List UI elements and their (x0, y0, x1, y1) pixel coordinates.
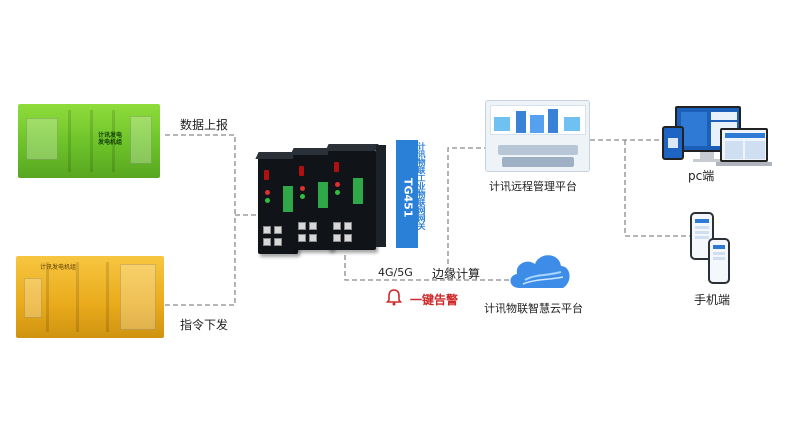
line-yellow-container (165, 215, 236, 306)
mobile-label: 手机端 (694, 293, 731, 307)
cloud-icon (505, 246, 575, 296)
phone-icon-1 (690, 212, 714, 260)
green-generator-container (18, 104, 160, 178)
line-split (624, 140, 690, 237)
data-upload-label: 数据上报 (180, 118, 229, 132)
alarm-bell-icon (385, 288, 403, 306)
pc-label: pc端 (688, 169, 715, 183)
gateway-unit-3 (325, 144, 386, 250)
device-banner: TG451 (396, 140, 418, 248)
remote-platform-illustration (485, 100, 590, 172)
cloud-platform-label: 计讯物联智慧云平台 (484, 302, 583, 315)
remote-platform-label: 计讯远程管理平台 (489, 180, 577, 193)
line-green-container (165, 134, 236, 215)
green-container-sign: 计讯发电 发电机组 (98, 132, 123, 147)
command-down-label: 指令下发 (180, 318, 229, 332)
tablet-icon (662, 126, 684, 160)
laptop-icon (720, 128, 768, 162)
line-to-remote-platform (447, 147, 485, 280)
gateway-unit-2 (290, 148, 336, 250)
yellow-generator-container (16, 256, 164, 338)
network-label: 4G/5G (378, 266, 413, 279)
phone-icon-2 (708, 238, 730, 284)
device-name: 计讯物联工业物联网网关 (417, 142, 426, 230)
edge-compute-label: 边缘计算 (432, 267, 481, 281)
alarm-label: 一键告警 (410, 293, 459, 307)
yellow-container-sign: 计讯发电机组 (40, 264, 77, 271)
device-model: TG451 (401, 178, 415, 218)
line-gateway-to-network (344, 255, 510, 281)
gateway-unit-1 (255, 152, 301, 254)
